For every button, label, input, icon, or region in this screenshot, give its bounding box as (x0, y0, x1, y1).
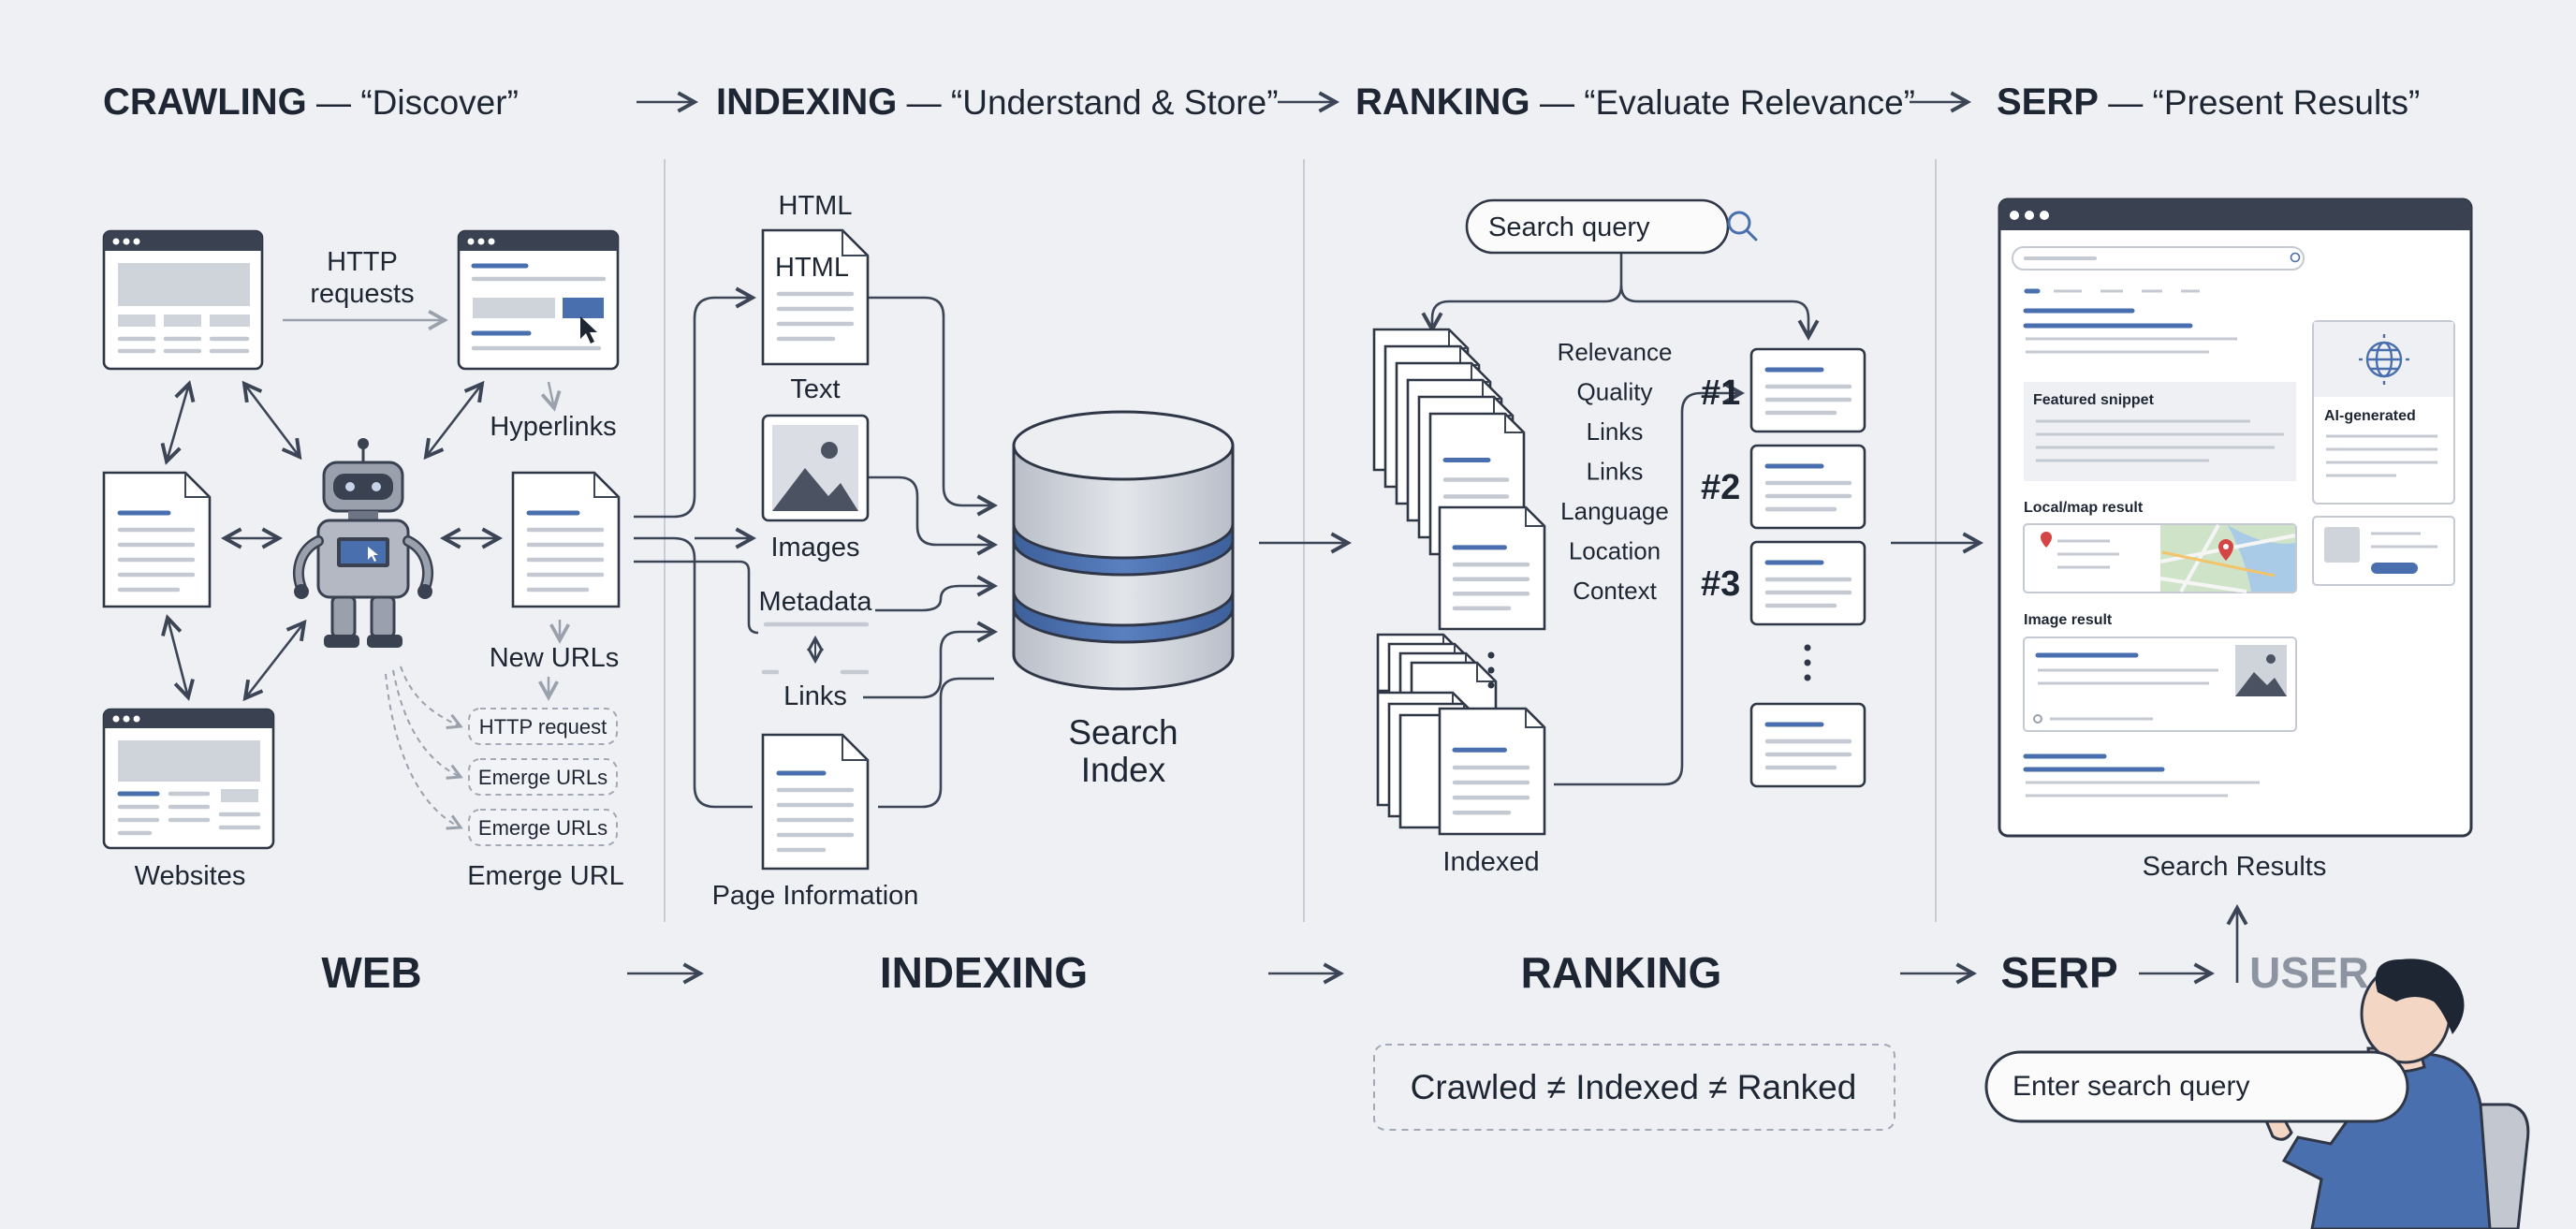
website-window (102, 708, 275, 850)
html-document-icon: HTML (761, 228, 870, 366)
header-serp: SERP — “Present Results” (1997, 81, 2420, 123)
hyperlinks-label: Hyperlinks (490, 412, 616, 442)
ranking-connector (1554, 393, 1741, 786)
url-pill: HTTP request (479, 715, 607, 739)
map-pin-icon (2041, 532, 2052, 548)
ranking-factor: Links (1587, 417, 1644, 446)
page-information-label: Page Information (712, 881, 919, 911)
websites-label: Websites (135, 861, 246, 891)
url-pill: Emerge URLs (478, 816, 607, 840)
document-icon (1438, 505, 1546, 631)
header-crawling: CRAWLING — “Discover” (103, 81, 519, 123)
search-input[interactable]: Enter search query (1984, 1050, 2409, 1123)
ranking-factor: Relevance (1558, 338, 1673, 366)
images-label: Images (770, 533, 859, 563)
document-icon (102, 471, 212, 608)
crawler-robot-icon (293, 438, 433, 648)
links-label: Links (783, 681, 847, 711)
indexed-documents-stack (1376, 633, 1546, 836)
featured-snippet-label: Featured snippet (2033, 392, 2155, 408)
crawled-indexed-ranked-note: Crawled ≠ Indexed ≠ Ranked (1373, 1044, 1895, 1131)
page-document-icon (761, 733, 870, 871)
ranked-result-card (1749, 347, 1866, 433)
flow-user: USER (2249, 948, 2369, 997)
ranking-factor: Context (1573, 577, 1657, 605)
featured-snippet-card (2024, 382, 2296, 481)
candidate-documents-stack (1372, 328, 1546, 631)
ai-generated-label: AI-generated (2324, 408, 2416, 424)
image-result-label: Image result (2024, 612, 2113, 628)
search-icon (2290, 252, 2301, 263)
flow-web: WEB (321, 948, 421, 997)
local-map-label: Local/map result (2024, 500, 2144, 516)
rank-3-label: #3 (1701, 564, 1740, 604)
rank-1-label: #1 (1701, 373, 1740, 413)
indexed-label: Indexed (1442, 847, 1539, 877)
svg-text:Crawled ≠ Indexed ≠ Ranked: Crawled ≠ Indexed ≠ Ranked (1411, 1068, 1857, 1106)
website-window (102, 229, 264, 371)
user-figure (2263, 958, 2530, 1229)
ranked-result-card (1749, 702, 1866, 788)
header-indexing: INDEXING — “Understand & Store” (716, 81, 1279, 123)
ranked-result-card (1749, 444, 1866, 530)
image-icon (761, 414, 870, 522)
ranking-factor: Links (1587, 458, 1644, 486)
ranking-factor: Location (1569, 537, 1661, 565)
html-label: HTML (779, 191, 853, 221)
ranking-factor: Quality (1577, 378, 1653, 406)
map-pin-icon (2218, 539, 2233, 561)
search-query-box: Search query (1465, 198, 1758, 255)
globe-icon (2359, 334, 2409, 385)
flow-serp: SERP (2000, 948, 2117, 997)
map-thumbnail (2159, 524, 2296, 593)
search-icon (1727, 211, 1758, 241)
svg-text:Search query: Search query (1488, 212, 1650, 242)
header-ranking: RANKING — “Evaluate Relevance” (1355, 81, 1915, 123)
vertical-ellipsis-icon (1487, 651, 1495, 689)
vertical-ellipsis-icon (1804, 644, 1811, 681)
metadata-label: Metadata (759, 587, 873, 617)
query-connector (1432, 254, 1623, 329)
cursor-icon (580, 316, 597, 344)
bottom-flow: WEB INDEXING RANKING SERP USER (321, 908, 2369, 997)
search-results-label: Search Results (2143, 852, 2327, 882)
serp-section: Featured snippet AI-generated Lo (1998, 198, 2473, 882)
stage-headers: CRAWLING — “Discover” INDEXING — “Unders… (103, 81, 2420, 123)
ranking-section: Search query Indexed RelevanceQualityLin… (1372, 198, 1980, 877)
indexing-section: HTML HTML Text Images Metadata Links Pag… (634, 191, 1348, 911)
ranked-result-card (1749, 540, 1866, 626)
search-index-database-icon (1012, 410, 1235, 691)
rank-2-label: #2 (1701, 468, 1740, 507)
flow-ranking: RANKING (1521, 948, 1722, 997)
indexing-connectors (634, 298, 994, 809)
document-icon (1438, 707, 1546, 836)
query-connector (1619, 285, 1808, 337)
url-pill: Emerge URLs (478, 766, 607, 789)
column-dividers (664, 159, 1937, 922)
ranked-results (1749, 347, 1866, 788)
crawl-arrows (167, 382, 560, 698)
emerge-url-label: Emerge URL (467, 861, 624, 891)
ranking-factor: Language (1560, 497, 1669, 525)
search-input-placeholder: Enter search query (2012, 1071, 2249, 1102)
text-label: Text (790, 374, 840, 404)
ranking-factors: RelevanceQualityLinksLinksLanguageLocati… (1558, 338, 1673, 605)
serp-browser-window: Featured snippet AI-generated Lo (1998, 198, 2473, 838)
flow-indexing: INDEXING (880, 948, 1088, 997)
webpage-with-links-window (457, 229, 620, 371)
new-urls-label: New URLs (490, 643, 620, 673)
html-doc-label: HTML (775, 253, 849, 283)
document-icon (511, 471, 621, 608)
discovered-url-queue: HTTP request Emerge URLs Emerge URLs (385, 666, 618, 846)
